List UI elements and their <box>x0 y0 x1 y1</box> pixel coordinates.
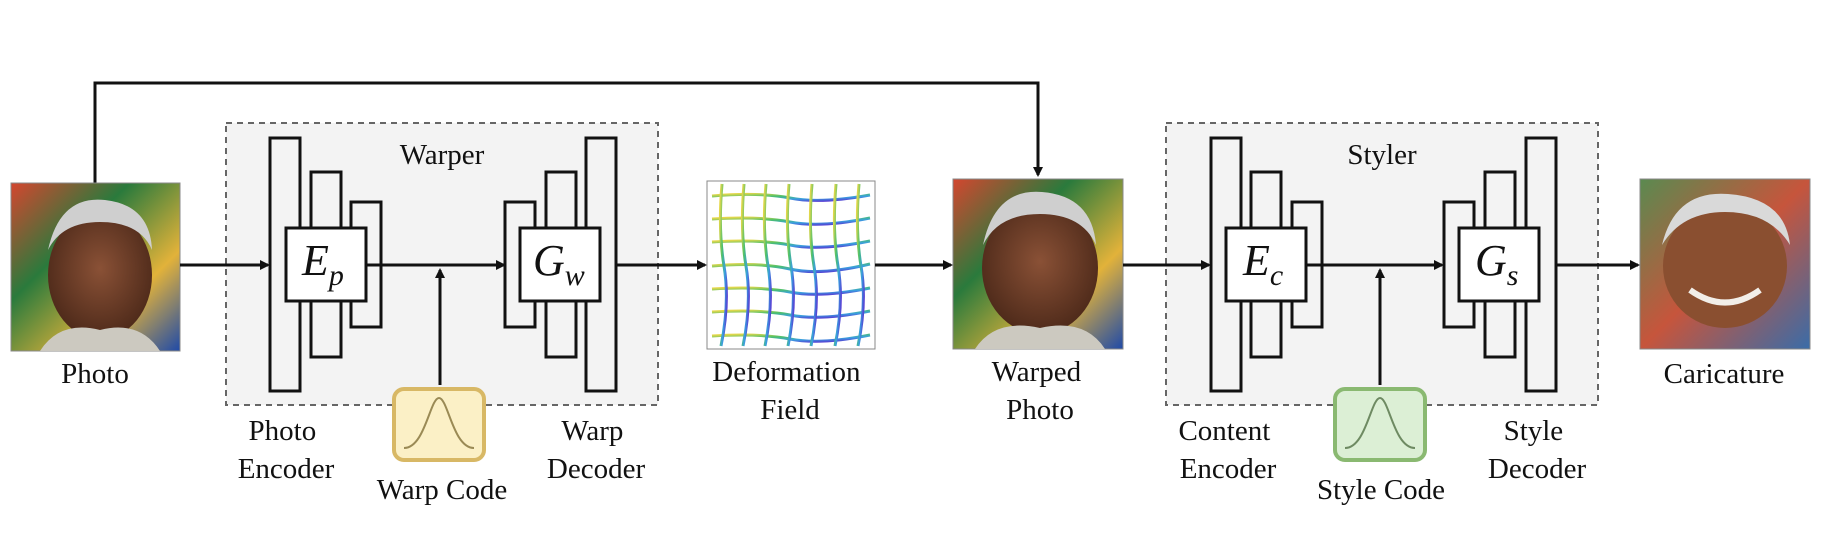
caricature-image <box>1639 178 1811 350</box>
styler-decoder-symbol: Gs <box>1475 236 1518 292</box>
warp-decoder-label: Warp Decoder <box>547 415 646 485</box>
warp-code-label: Warp Code <box>377 474 508 506</box>
deformation-field-label: Deformation Field <box>712 356 867 426</box>
style-decoder-label: Style Decoder <box>1488 415 1587 485</box>
skip-arrow <box>93 81 1043 183</box>
warper-encoder-symbol: Ep <box>301 236 344 292</box>
warp-code-box <box>392 387 486 462</box>
warped-photo-image <box>952 178 1124 350</box>
gaussian-curve-icon <box>1344 396 1416 449</box>
content-encoder-label: Content Encoder <box>1178 415 1277 485</box>
style-code-box <box>1333 387 1427 462</box>
style-code-label: Style Code <box>1317 474 1445 506</box>
photo-label: Photo <box>61 358 129 390</box>
styler-decoder-box <box>1457 226 1541 303</box>
deformation-field-image <box>706 180 876 350</box>
warper-decoder-box <box>518 226 602 303</box>
photo-image <box>10 182 181 352</box>
styler-title: Styler <box>1347 139 1417 171</box>
caricature-label: Caricature <box>1664 358 1785 390</box>
warper-decoder-symbol: Gw <box>533 236 585 292</box>
warper-title: Warper <box>400 139 485 171</box>
styler-encoder-symbol: Ec <box>1242 236 1283 292</box>
gaussian-curve-icon <box>403 396 475 449</box>
styler-encoder-box <box>1224 226 1308 303</box>
photo-encoder-label: Photo Encoder <box>238 415 335 485</box>
warped-photo-label: Warped Photo <box>992 356 1089 426</box>
